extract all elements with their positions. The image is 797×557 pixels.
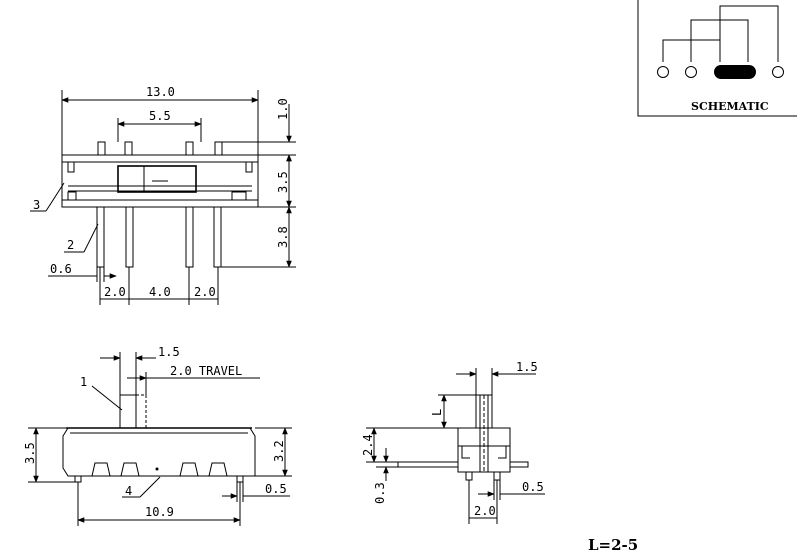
dim-overall-width: 13.0	[146, 85, 175, 99]
dim-side-actuator-height: L	[430, 409, 444, 416]
dim-side-pin-pitch: 2.0	[474, 504, 496, 518]
slider-actuator	[117, 165, 197, 193]
dim-front-actuator-width: 1.5	[158, 345, 180, 359]
dim-body-height: 3.5	[276, 171, 290, 193]
dim-front-body-height: 3.5	[23, 442, 37, 464]
front-actuator	[119, 394, 137, 429]
dim-lead-width: 0.6	[50, 262, 72, 276]
dim-pitch-center: 4.0	[149, 285, 171, 299]
dim-pin-height: 1.0	[276, 98, 290, 120]
terminal-leads	[96, 206, 222, 268]
callout-3: 3	[33, 198, 40, 212]
side-actuator	[475, 394, 493, 429]
dim-front-body-length: 10.9	[145, 505, 174, 519]
dim-pitch-right: 2.0	[194, 285, 216, 299]
callout-4: 4	[125, 484, 132, 498]
schematic-title: SCHEMATIC	[691, 100, 769, 113]
dim-side-lead-thickness: 0.3	[373, 482, 387, 504]
dim-front-total-height: 3.2	[272, 440, 286, 462]
dim-front-foot-width: 0.5	[265, 482, 287, 496]
dim-pitch-left: 2.0	[104, 285, 126, 299]
dim-side-lead-offset: 2.4	[361, 434, 375, 456]
schematic-pin-circles	[657, 66, 784, 78]
dim-side-foot-width: 0.5	[522, 480, 544, 494]
front-view: 1.5 2.0 TRAVEL 1 3.5 3.2 4 0.5 10.9	[23, 345, 292, 526]
callout-1: 1	[80, 375, 87, 389]
callout-2: 2	[67, 238, 74, 252]
dim-travel: 2.0 TRAVEL	[170, 364, 242, 378]
length-note: L=2-5	[588, 536, 638, 554]
dim-lead-length: 3.8	[276, 226, 290, 248]
top-view: 13.0 5.5 1.0 3.5 3.8 3 2 0.6	[30, 85, 296, 305]
dim-side-actuator-width: 1.5	[516, 360, 538, 374]
schematic-panel: SCHEMATIC	[637, 0, 797, 117]
schematic-slider-contact	[714, 65, 756, 79]
side-view: 1.5 L 2.4 0.3 0.5 2.0	[361, 360, 545, 524]
dim-pin-span: 5.5	[149, 109, 171, 123]
